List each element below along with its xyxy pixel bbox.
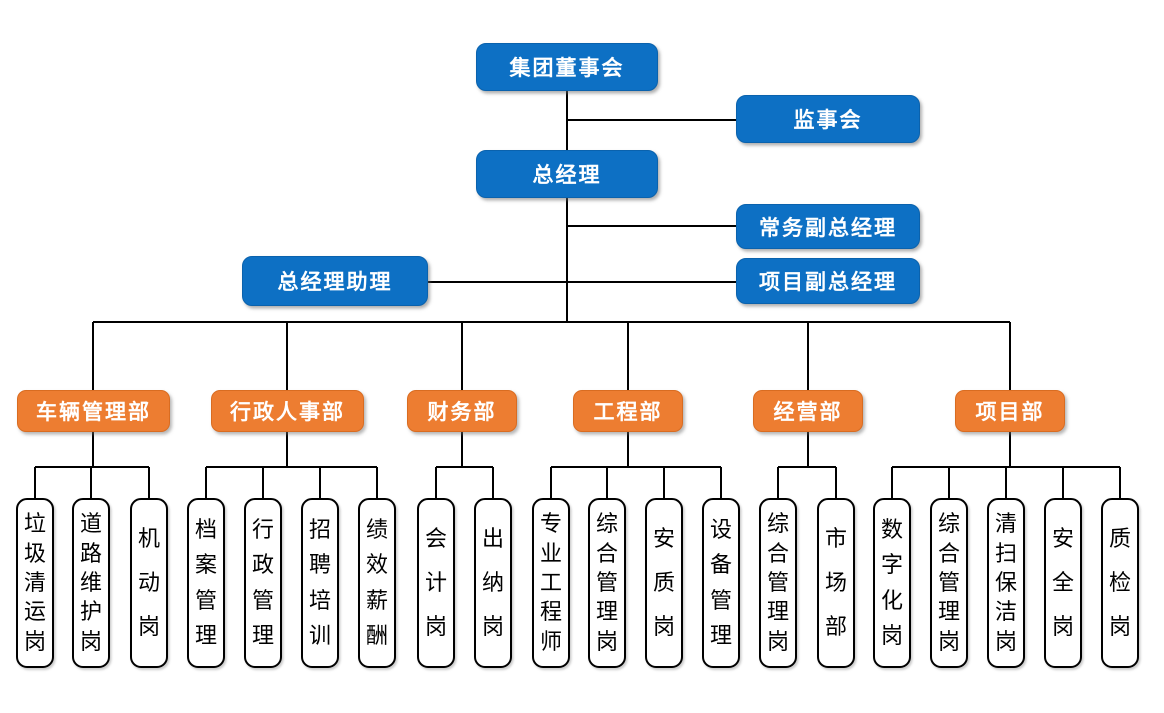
dept-operations: 经营部 [753, 390, 863, 432]
position-professional-engineer: 专业工程师 [532, 498, 570, 668]
position-mobile-duty: 机动岗 [130, 498, 168, 668]
dept-project: 项目部 [955, 390, 1065, 432]
position-road-maintenance: 道路维护岗 [72, 498, 110, 668]
position-cleaning: 清扫保洁岗 [987, 498, 1025, 668]
position-garbage-clearing: 垃圾清运岗 [16, 498, 54, 668]
position-performance-compensation: 绩效薪酬 [358, 498, 396, 668]
position-cashier: 出纳岗 [474, 498, 512, 668]
position-market: 市场部 [817, 498, 855, 668]
position-digitalization: 数字化岗 [873, 498, 911, 668]
dept-finance: 财务部 [407, 390, 517, 432]
position-administration-management: 行政管理 [244, 498, 282, 668]
dept-admin-hr: 行政人事部 [211, 390, 364, 432]
node-board: 集团董事会 [476, 43, 658, 91]
position-general-management-engineering: 综合管理岗 [588, 498, 626, 668]
position-quality-inspection: 质检岗 [1101, 498, 1139, 668]
position-archives-management: 档案管理 [187, 498, 225, 668]
position-general-management-operations: 综合管理岗 [759, 498, 797, 668]
node-gm-assistant: 总经理助理 [242, 256, 428, 306]
position-safety: 安全岗 [1044, 498, 1082, 668]
dept-vehicle-management: 车辆管理部 [17, 390, 170, 432]
node-supervisory-board: 监事会 [736, 95, 920, 143]
position-equipment-management: 设备管理 [702, 498, 740, 668]
node-general-manager: 总经理 [476, 150, 658, 198]
dept-engineering: 工程部 [573, 390, 683, 432]
position-safety-quality: 安质岗 [645, 498, 683, 668]
position-accounting: 会计岗 [417, 498, 455, 668]
node-project-deputy-gm: 项目副总经理 [736, 258, 920, 304]
node-executive-deputy-gm: 常务副总经理 [736, 204, 920, 249]
position-recruitment-training: 招聘培训 [301, 498, 339, 668]
position-general-management-project: 综合管理岗 [930, 498, 968, 668]
